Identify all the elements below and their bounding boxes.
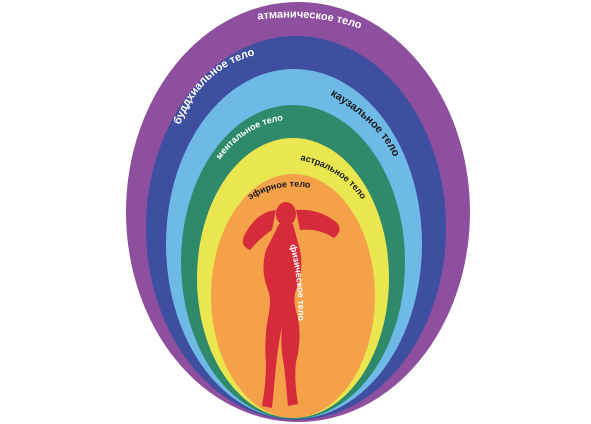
human-silhouette-icon: [242, 202, 340, 408]
